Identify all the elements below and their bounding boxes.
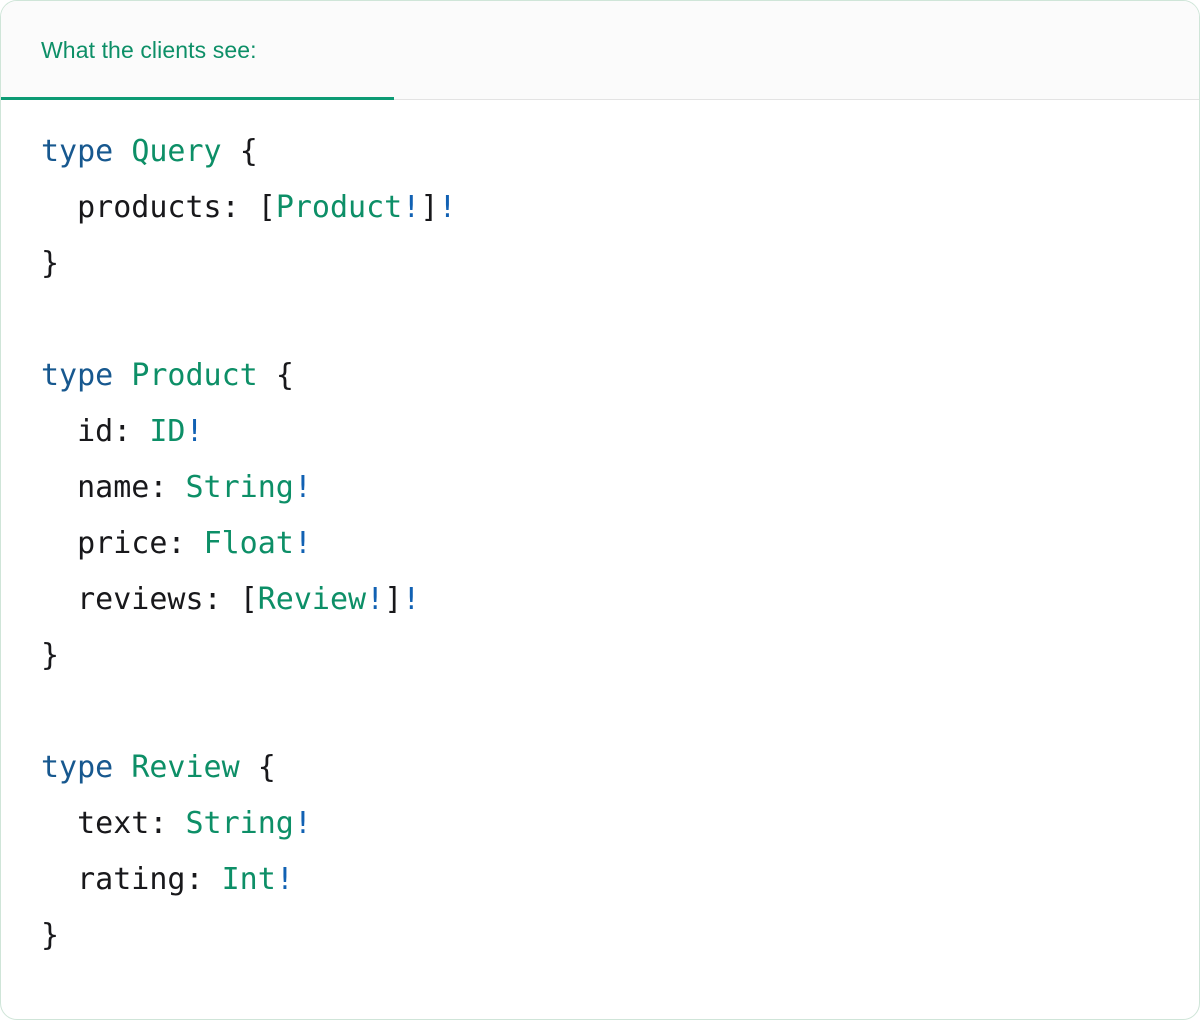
code-token-type: Int [221, 862, 276, 897]
code-token-punc: : [113, 414, 150, 449]
code-token-type: Query [131, 134, 222, 169]
code-token-type: Product [131, 358, 258, 393]
code-token-kw: type [41, 750, 114, 785]
code-token-field: reviews [77, 582, 204, 617]
graphql-schema-code[interactable]: type Query { products: [Product!]!} type… [41, 124, 1199, 964]
code-token-bang: ! [366, 582, 385, 617]
code-area: type Query { products: [Product!]!} type… [1, 100, 1199, 964]
code-line: type Query { [41, 124, 1199, 180]
code-token-field: rating [77, 862, 186, 897]
code-token-kw: type [41, 358, 114, 393]
code-line: price: Float! [41, 516, 1199, 572]
code-token-field: id [77, 414, 114, 449]
code-token-punc: : [149, 470, 186, 505]
code-line [41, 292, 1199, 348]
code-line: id: ID! [41, 404, 1199, 460]
code-token-punc [41, 414, 77, 449]
code-token-type: Review [131, 750, 240, 785]
code-token-punc [41, 862, 77, 897]
code-token-type: String [185, 470, 294, 505]
code-line: } [41, 236, 1199, 292]
tab-bar: What the clients see: [1, 1, 1199, 100]
code-line [41, 684, 1199, 740]
code-token-bang: ! [293, 806, 312, 841]
code-token-field: products [77, 190, 222, 225]
code-token-punc [113, 134, 131, 169]
code-line: name: String! [41, 460, 1199, 516]
code-line: type Review { [41, 740, 1199, 796]
code-token-type: String [185, 806, 294, 841]
code-token-punc: : [221, 190, 258, 225]
code-line: products: [Product!]! [41, 180, 1199, 236]
code-line: type Product { [41, 348, 1199, 404]
code-token-punc: } [41, 638, 60, 673]
code-token-type: Product [275, 190, 403, 225]
code-token-punc: ] [420, 190, 439, 225]
code-token-kw: type [41, 134, 114, 169]
tab-label: What the clients see: [41, 37, 257, 63]
code-token-punc [41, 470, 77, 505]
code-token-punc: } [41, 246, 60, 281]
code-token-bang: ! [185, 414, 204, 449]
code-token-bang: ! [402, 582, 421, 617]
code-token-bang: ! [275, 862, 294, 897]
code-token-bang: ! [438, 190, 457, 225]
code-token-field: text [77, 806, 150, 841]
code-token-punc: } [41, 918, 60, 953]
code-token-punc [41, 526, 77, 561]
code-token-punc: : [185, 862, 222, 897]
code-token-punc [113, 750, 131, 785]
code-token-bang: ! [293, 526, 312, 561]
code-token-bang: ! [293, 470, 312, 505]
code-token-punc [222, 134, 240, 169]
tab-active-underline [1, 97, 394, 100]
code-token-punc: : [149, 806, 186, 841]
code-token-bang: ! [402, 190, 421, 225]
code-token-punc: { [275, 358, 294, 393]
code-line: reviews: [Review!]! [41, 572, 1199, 628]
code-token-punc [258, 358, 276, 393]
code-token-field: price [77, 526, 168, 561]
code-token-punc [41, 806, 77, 841]
tab-bar-divider [1, 99, 1199, 100]
code-token-punc [41, 190, 77, 225]
code-token-punc: { [239, 134, 258, 169]
code-token-field: name [77, 470, 150, 505]
code-token-type: Float [203, 526, 294, 561]
code-token-punc [41, 582, 77, 617]
code-line: } [41, 628, 1199, 684]
tab-what-the-clients-see[interactable]: What the clients see: [1, 1, 394, 100]
code-line: rating: Int! [41, 852, 1199, 908]
code-token-punc: : [167, 526, 204, 561]
code-token-type: Review [257, 582, 367, 617]
code-token-punc: { [257, 750, 276, 785]
code-token-punc: ] [384, 582, 403, 617]
code-line: text: String! [41, 796, 1199, 852]
code-token-punc [113, 358, 131, 393]
code-token-punc [240, 750, 258, 785]
code-token-type: ID [149, 414, 186, 449]
code-line: } [41, 908, 1199, 964]
code-token-punc: : [203, 582, 240, 617]
code-token-punc: [ [257, 190, 276, 225]
code-token-punc: [ [239, 582, 258, 617]
